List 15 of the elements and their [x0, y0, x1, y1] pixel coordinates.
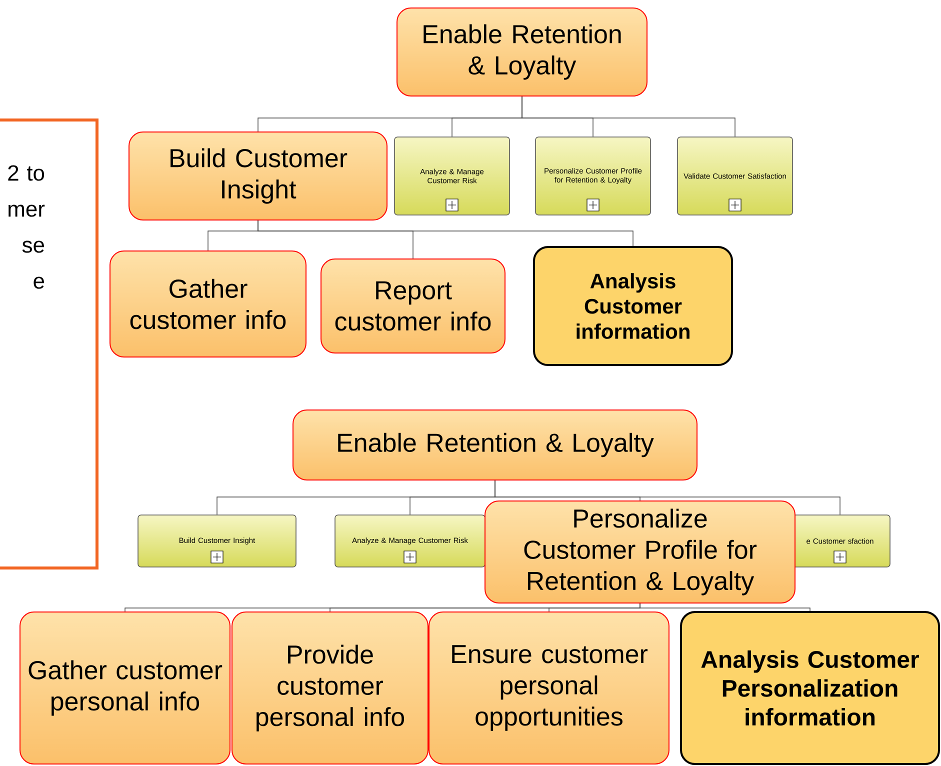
process-box: Build Customer Insight: [128, 132, 388, 220]
highlight-box: Analysis Customer Personalization information: [680, 611, 940, 765]
connector-line: [640, 603, 810, 612]
process-box: Enable Retention & Loyalty: [292, 410, 698, 480]
process-box: Ensure customer personal opportunities: [428, 612, 670, 764]
process-box: Provide customer personal info: [232, 612, 428, 764]
connector-line: [258, 220, 634, 246]
process-box: Report customer info: [320, 258, 506, 354]
highlight-box: Analysis Customer information: [533, 246, 733, 366]
note-frame: 2 to mer se e: [0, 118, 98, 570]
connector-line: [522, 96, 736, 137]
connector-line: [494, 480, 640, 501]
process-box: Gather customer personal info: [20, 612, 230, 764]
process-box: Gather customer info: [110, 250, 306, 358]
process-box: Enable Retention & Loyalty: [396, 8, 648, 96]
